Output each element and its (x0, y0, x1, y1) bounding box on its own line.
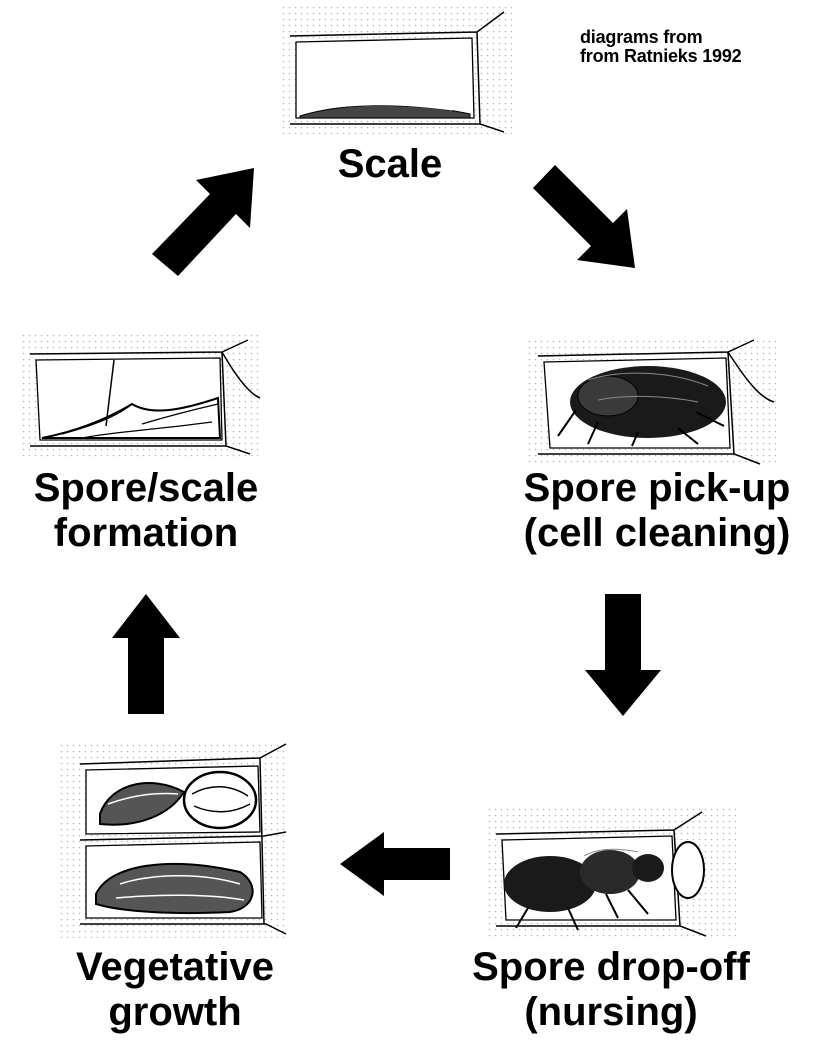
spore-scale-cell-drawing (22, 334, 262, 460)
stage-label-spore-scale: Spore/scale formation (0, 466, 292, 556)
arrow-icon (535, 160, 650, 275)
credit-note: diagrams from from Ratnieks 1992 (580, 28, 741, 66)
bee-cleaning-cell-drawing (528, 340, 776, 466)
scale-cell-drawing (282, 6, 512, 134)
bee-nursing-cell-drawing (488, 808, 736, 938)
stage-label-vegetative: Vegetative growth (20, 945, 330, 1035)
arrow-icon (112, 594, 180, 714)
credit-line-1: diagrams from (580, 28, 741, 47)
arrow-icon (340, 832, 450, 896)
arrow-icon (585, 594, 661, 716)
stage-label-spore-dropoff: Spore drop-off (nursing) (420, 945, 802, 1035)
stage-label-spore-pickup: Spore pick-up (cell cleaning) (486, 466, 828, 556)
arrow-icon (150, 162, 262, 278)
stage-label-scale: Scale (290, 142, 490, 187)
credit-line-2: from Ratnieks 1992 (580, 47, 741, 66)
larvae-cells-drawing (60, 744, 288, 938)
